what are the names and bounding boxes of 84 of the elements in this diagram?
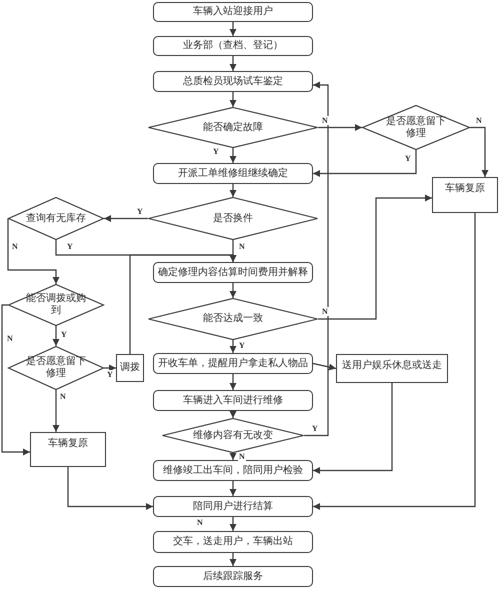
- edge-label: N: [196, 518, 204, 527]
- connector-arrow: [470, 126, 488, 177]
- process-box: [153, 460, 313, 481]
- step-text: 车辆进入车间进行维修: [183, 394, 283, 406]
- connector-arrow: [230, 517, 236, 531]
- decision-text: 是否愿意留下修理: [25, 356, 87, 380]
- edge-label: Y: [212, 147, 220, 156]
- edge-label: Y: [238, 341, 246, 350]
- step-box: [432, 177, 498, 213]
- decision-text: 查询有无库存: [26, 212, 86, 224]
- process-box: [153, 566, 313, 587]
- connector-arrow: [313, 383, 393, 474]
- edge-label: N: [238, 452, 246, 461]
- process-box: [153, 496, 313, 517]
- connector-arrow: [7, 218, 60, 284]
- connector-arrow: [230, 374, 236, 390]
- edge-label: N: [475, 116, 483, 125]
- edge-label: Y: [60, 330, 68, 339]
- process-box: [153, 163, 313, 184]
- step-text: 车辆复原: [445, 183, 485, 195]
- connector-arrow: [313, 213, 476, 510]
- step-text: 交车，送走用户，车辆出站: [173, 536, 293, 548]
- connector-arrow: [67, 467, 153, 510]
- connector-arrow: [230, 481, 236, 496]
- connector-arrow: [104, 215, 148, 222]
- decision-text: 是否愿意留下修理: [385, 116, 447, 140]
- process-box: [153, 531, 313, 553]
- process-box: [153, 2, 313, 22]
- connector-arrow: [230, 92, 236, 107]
- edge-label: Y: [404, 154, 412, 163]
- process-box: [153, 71, 313, 92]
- connector-arrow: [104, 364, 116, 372]
- connector-arrow: [230, 411, 236, 418]
- connector-arrow: [52, 326, 60, 346]
- connector-arrow: [230, 184, 236, 197]
- step-box: [116, 354, 144, 382]
- process-box: [153, 262, 313, 283]
- step-box: [336, 354, 448, 383]
- step-text: 业务部（查档、登记）: [183, 40, 283, 52]
- connector-arrow: [304, 82, 329, 436]
- connector-arrow: [230, 340, 236, 353]
- decision-text: 维修内容有无改变: [193, 430, 273, 442]
- step-text: 调拨: [120, 362, 140, 374]
- step-text: 开收车单，提醒用户拿走私人物品: [158, 358, 308, 370]
- connector-arrow: [318, 124, 362, 131]
- edge-label: Y: [311, 424, 319, 433]
- step-text: 后续跟踪服务: [203, 570, 263, 582]
- step-text: 送用户娱乐休息或送走: [342, 360, 442, 372]
- edge-label: Y: [106, 370, 114, 379]
- decision-text: 能否确定故障: [203, 122, 263, 134]
- connector-arrow: [312, 362, 336, 370]
- decision-text: 是否换件: [213, 212, 253, 224]
- process-box: [153, 353, 313, 374]
- decision-text: 能否达成一致: [203, 313, 263, 325]
- connector-arrow: [230, 56, 236, 71]
- process-box: [153, 390, 313, 411]
- edge-label: N: [6, 334, 14, 343]
- edge-label: N: [59, 392, 67, 401]
- edge-label: Y: [136, 207, 144, 216]
- step-box: [30, 432, 106, 467]
- edge-label: N: [238, 242, 246, 251]
- decision-text: 能否调拨或购到: [25, 293, 87, 317]
- step-text: 车辆入站迎接用户: [193, 6, 273, 18]
- edge-label: N: [321, 116, 329, 125]
- step-text: 确定修理内容估算时间费用并解释: [158, 266, 308, 278]
- connector-arrow: [230, 453, 236, 460]
- step-text: 开派工单维修组继续确定: [178, 168, 288, 180]
- step-text: 车辆复原: [48, 438, 88, 450]
- connector-arrow: [52, 390, 60, 432]
- connector-arrow: [230, 283, 236, 298]
- step-text: 总质检员现场试车鉴定: [183, 76, 283, 88]
- edge-label: Y: [66, 242, 74, 251]
- connector-arrow: [1, 304, 30, 456]
- connector-arrow: [313, 150, 417, 177]
- edge-label: N: [321, 307, 329, 316]
- edge-label: N: [11, 242, 19, 251]
- connector-arrow: [230, 22, 236, 36]
- connector-arrow: [230, 148, 236, 163]
- connector-arrow: [318, 194, 432, 320]
- connector-arrow: [129, 254, 236, 354]
- step-text: 维修竣工出车间，陪同用户检验: [163, 464, 303, 476]
- connector-arrow: [230, 553, 236, 566]
- step-text: 陪同用户进行结算: [193, 500, 273, 512]
- process-box: [153, 36, 313, 56]
